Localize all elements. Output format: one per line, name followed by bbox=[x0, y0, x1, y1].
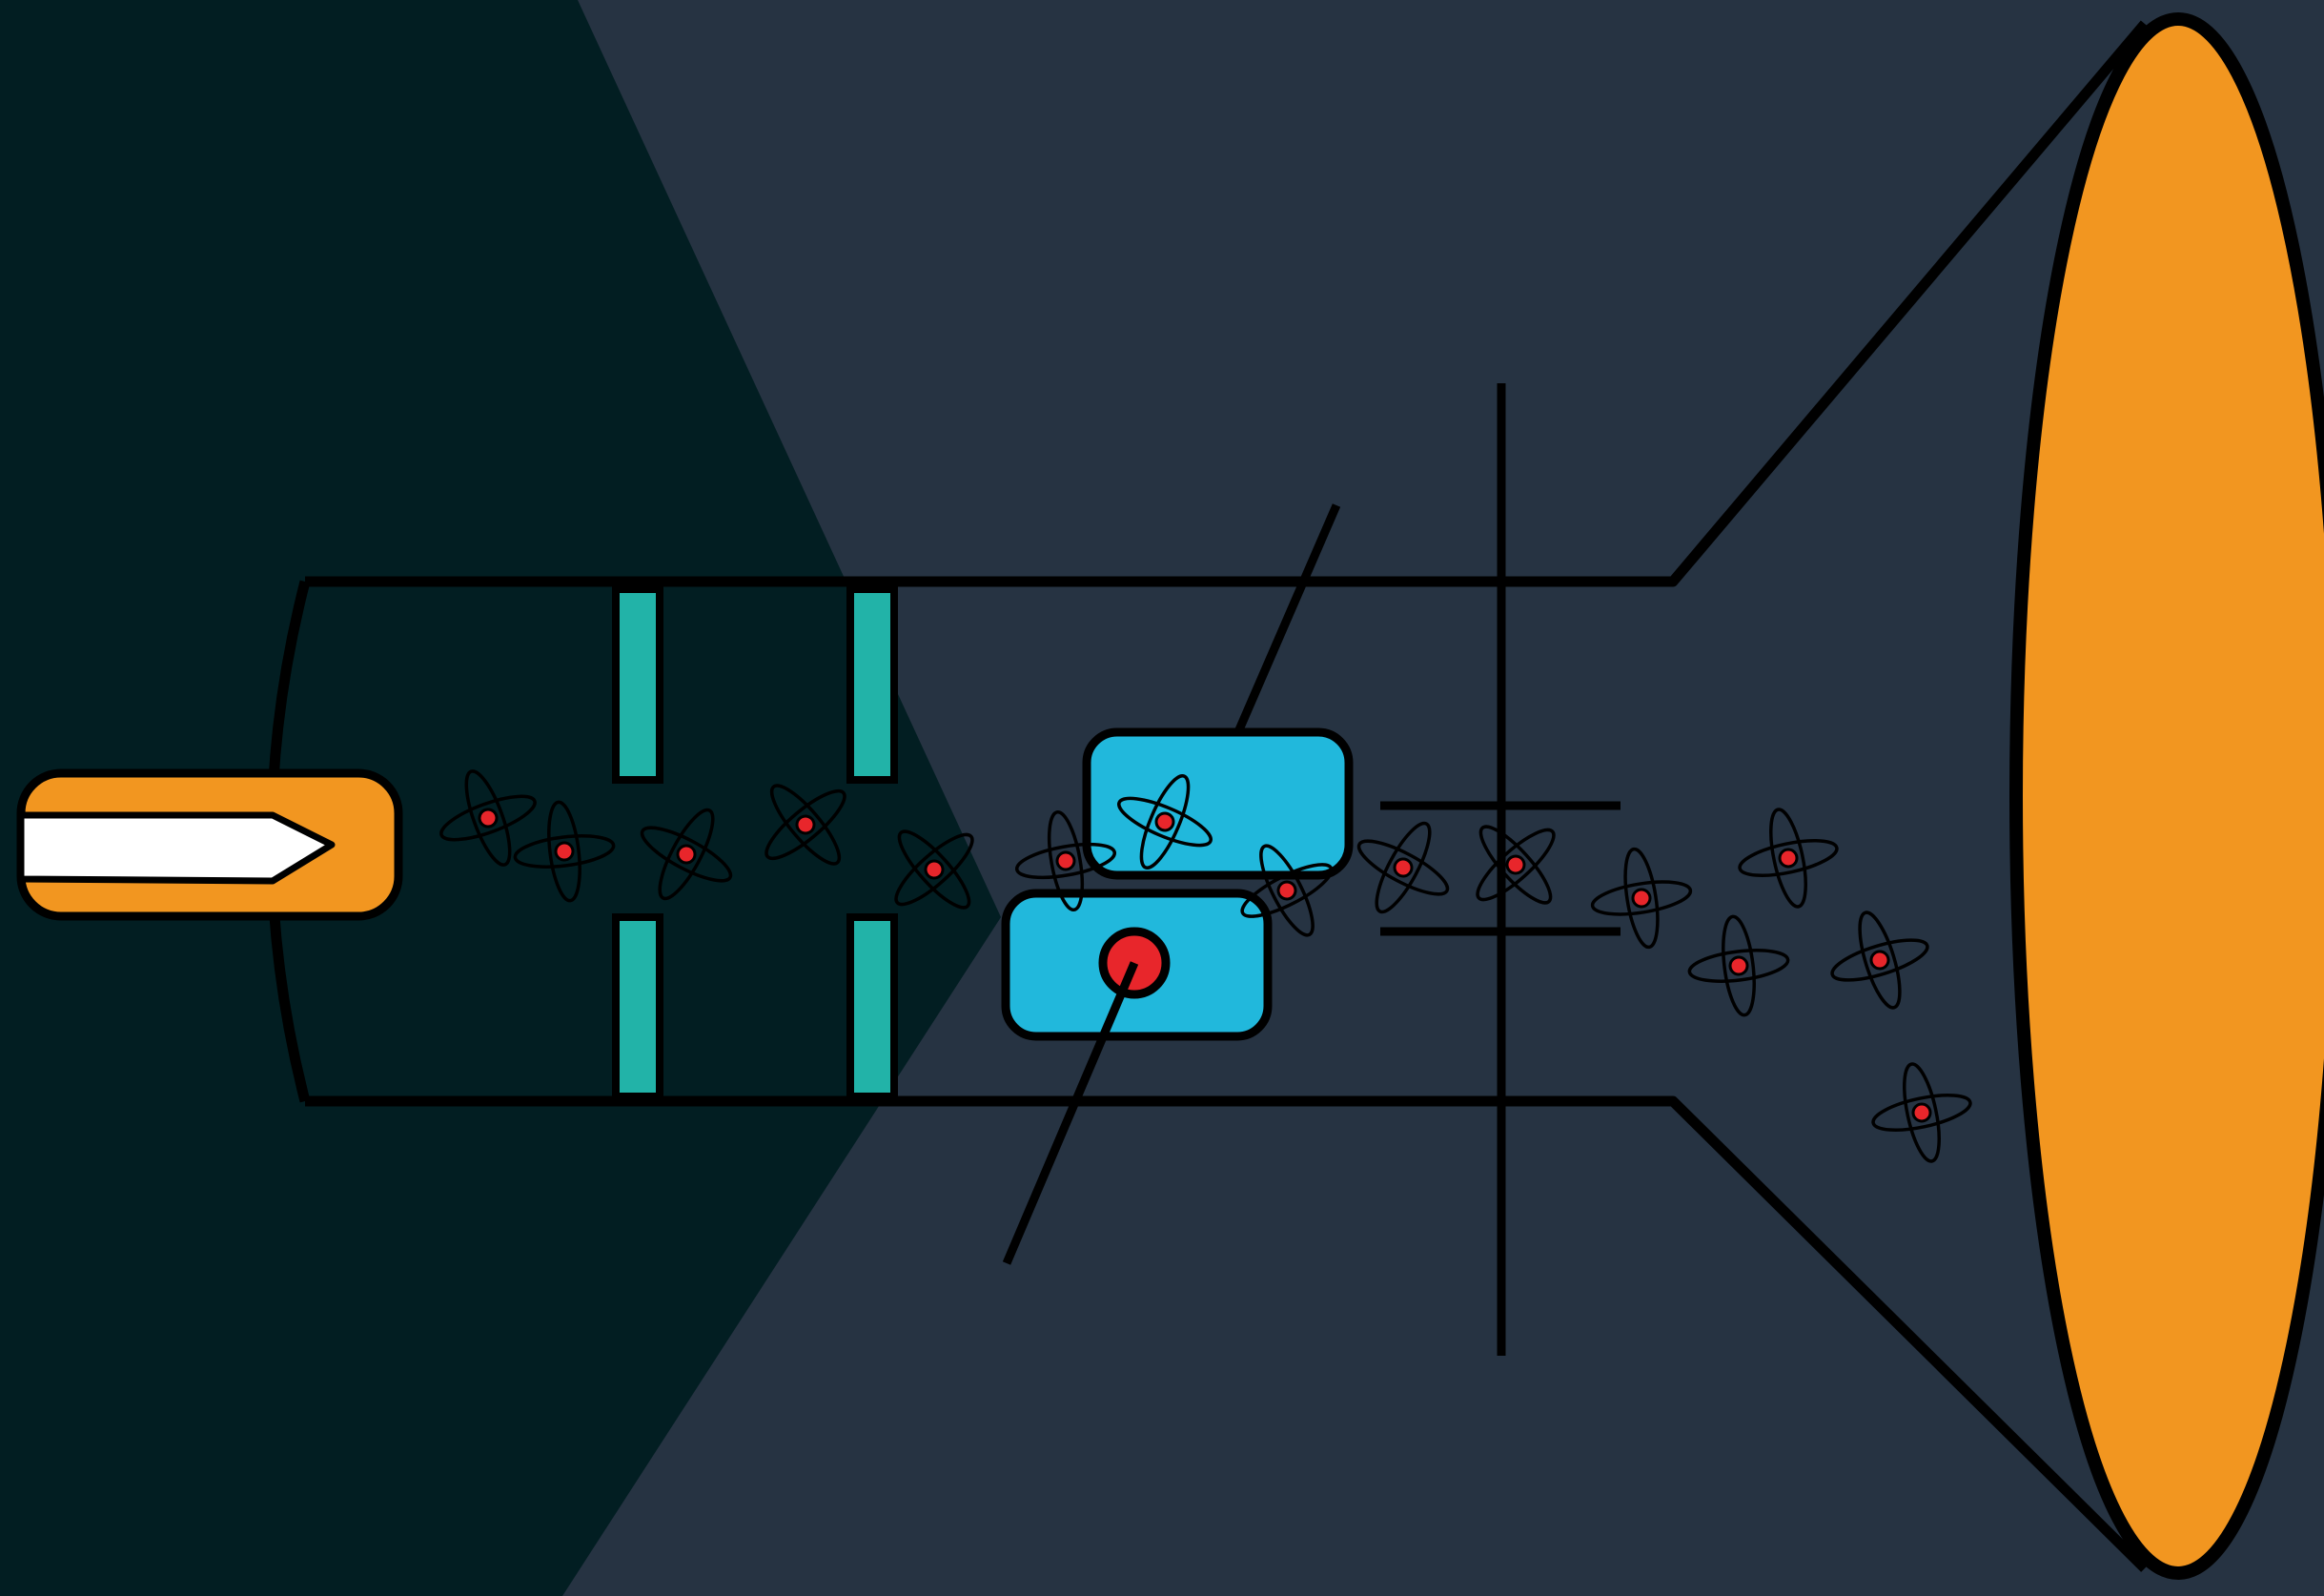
anode-plate-top-2 bbox=[846, 585, 898, 784]
phosphor-screen bbox=[2009, 12, 2324, 1580]
anode-plates bbox=[612, 585, 898, 1100]
anode-plate-bottom-2 bbox=[846, 913, 898, 1100]
deflection-assembly bbox=[1001, 503, 1354, 1265]
anode-plate-top-1 bbox=[612, 585, 663, 784]
deflector-wire-top bbox=[1233, 503, 1341, 736]
electron-gun bbox=[16, 768, 403, 921]
deflector-wire-bottom bbox=[1002, 961, 1139, 1265]
deflection-box-upper bbox=[1082, 727, 1354, 880]
anode-plate-bottom-1 bbox=[612, 913, 663, 1100]
cathode-tip-icon bbox=[17, 811, 336, 885]
